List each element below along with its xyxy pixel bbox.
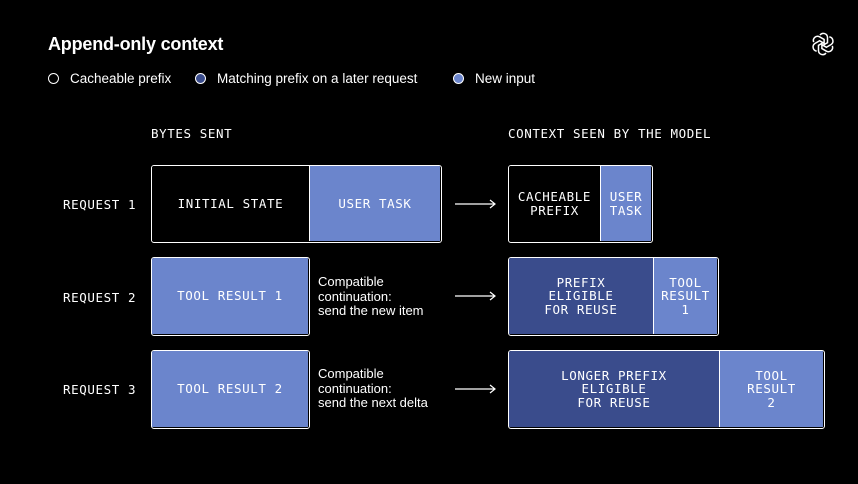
segment-user-task-context: USER TASK: [600, 166, 651, 241]
context-request-3: LONGER PREFIX ELIGIBLE FOR REUSE TOOL RE…: [508, 350, 825, 429]
dark-blue-circle-icon: [195, 73, 206, 84]
segment-longer-prefix-eligible: LONGER PREFIX ELIGIBLE FOR REUSE: [509, 351, 719, 427]
segment-user-task: USER TASK: [309, 166, 440, 241]
blue-circle-icon: [453, 73, 464, 84]
page-title: Append-only context: [48, 34, 224, 54]
bytes-sent-request-2: TOOL RESULT 1: [151, 257, 310, 336]
legend-item-matching-prefix: Matching prefix on a later request: [195, 71, 417, 86]
context-request-1: CACHEABLE PREFIX USER TASK: [508, 165, 653, 243]
context-request-2: PREFIX ELIGIBLE FOR REUSE TOOL RESULT 1: [508, 257, 719, 336]
column-header-bytes-sent: BYTES SENT: [151, 126, 233, 141]
row-label-request-2: REQUEST 2: [63, 290, 137, 305]
segment-tool-result-2: TOOL RESULT 2: [152, 351, 308, 427]
legend-item-new-input: New input: [453, 71, 535, 86]
segment-tool-result-1-context: TOOL RESULT 1: [653, 258, 717, 334]
segment-cacheable-prefix: CACHEABLE PREFIX: [509, 166, 600, 241]
legend-label: Cacheable prefix: [70, 71, 172, 86]
segment-tool-result-1: TOOL RESULT 1: [152, 258, 308, 334]
bytes-sent-request-3: TOOL RESULT 2: [151, 350, 310, 429]
segment-prefix-eligible: PREFIX ELIGIBLE FOR REUSE: [509, 258, 653, 334]
hollow-circle-icon: [48, 73, 59, 84]
segment-tool-result-2-context: TOOL RESULT 2: [719, 351, 823, 427]
row-label-request-3: REQUEST 3: [63, 382, 137, 397]
right-arrow-icon: [455, 384, 496, 394]
right-arrow-icon: [455, 291, 496, 301]
continuation-note-request-2: Compatible continuation: send the new it…: [318, 274, 424, 318]
openai-logo-icon: [812, 32, 834, 56]
legend-label: Matching prefix on a later request: [217, 71, 418, 86]
segment-initial-state: INITIAL STATE: [152, 166, 309, 241]
row-label-request-1: REQUEST 1: [63, 197, 137, 212]
legend-label: New input: [475, 71, 536, 86]
bytes-sent-request-1: INITIAL STATE USER TASK: [151, 165, 442, 243]
continuation-note-request-3: Compatible continuation: send the next d…: [318, 366, 428, 410]
legend-item-cacheable-prefix: Cacheable prefix: [48, 71, 171, 86]
right-arrow-icon: [455, 199, 496, 209]
column-header-context: CONTEXT SEEN BY THE MODEL: [508, 126, 712, 141]
